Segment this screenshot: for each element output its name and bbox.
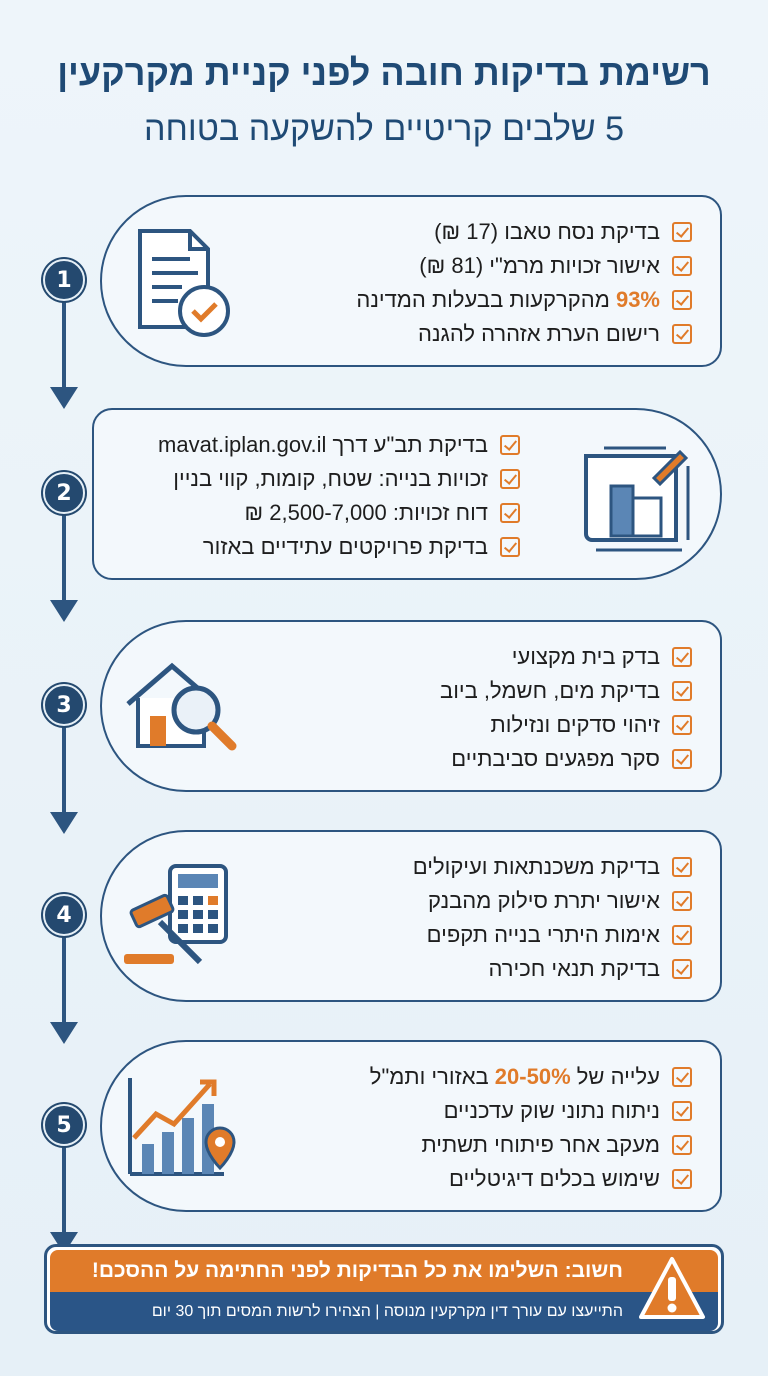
checklist-item: בדיקת תב"ע דרך mavat.iplan.gov.il (158, 428, 520, 462)
arrow-down-icon (50, 387, 78, 409)
checkbox-checked-icon (672, 222, 692, 242)
arrow-down-icon (50, 600, 78, 622)
checklist-item: ניתוח נתוני שוק עדכניים (370, 1094, 692, 1128)
step-card-4: בדיקת משכנתאות ועיקולים אישור יתרת סילוק … (100, 830, 722, 1002)
item-text: סקר מפגעים סביבתיים (451, 746, 660, 771)
checkbox-checked-icon (672, 324, 692, 344)
checklist: בדק בית מקצועי בדיקת מים, חשמל, ביוב זיהוי… (440, 640, 692, 776)
document-check-icon (138, 229, 230, 337)
checklist-item: עלייה של 20-50% באזורי ותמ"ל (370, 1060, 692, 1094)
step-connector (62, 724, 66, 820)
item-text: בדיקת תב"ע דרך mavat.iplan.gov.il (158, 432, 488, 457)
checkbox-checked-icon (500, 503, 520, 523)
arrow-down-icon (50, 1022, 78, 1044)
checklist: בדיקת תב"ע דרך mavat.iplan.gov.il זכויות … (158, 428, 520, 564)
step-number-badge: 1 (43, 259, 85, 301)
growth-chart-location-icon (128, 1078, 236, 1176)
checklist-item: זיהוי סדקים ונזילות (440, 708, 692, 742)
checklist-item: בדיקת פרויקטים עתידיים באזור (158, 530, 520, 564)
item-highlight: 93% (615, 287, 660, 312)
checklist-item: שימוש בכלים דיגיטליים (370, 1162, 692, 1196)
step-number-badge: 4 (43, 894, 85, 936)
checkbox-checked-icon (672, 681, 692, 701)
item-text: דוח זכויות: 2,500-7,000 ₪ (244, 500, 488, 525)
step-number-badge: 2 (43, 472, 85, 514)
item-text: עלייה של (576, 1064, 660, 1089)
item-text: בדיקת פרויקטים עתידיים באזור (202, 534, 488, 559)
step-card-1: בדיקת נסח טאבו (17 ₪) אישור זכויות מרמ"י … (100, 195, 722, 367)
item-text: מעקב אחר פיתוחי תשתית (421, 1132, 660, 1157)
checklist-item: רישום הערת אזהרה להגנה (356, 317, 692, 351)
step-connector (62, 934, 66, 1030)
step-connector (62, 1144, 66, 1240)
item-text: שימוש בכלים דיגיטליים (449, 1166, 660, 1191)
item-text: זיהוי סדקים ונזילות (490, 712, 660, 737)
step-card-5: עלייה של 20-50% באזורי ותמ"ל ניתוח נתוני … (100, 1040, 722, 1212)
step-connector (62, 512, 66, 608)
checkbox-checked-icon (672, 647, 692, 667)
banner-note: התייעצו עם עורך דין מקרקעין מנוסה | הצהי… (50, 1292, 718, 1331)
checklist-item: אישור יתרת סילוק מהבנק (413, 884, 692, 918)
checkbox-checked-icon (672, 1067, 692, 1087)
item-text: אימות היתרי בנייה תקפים (426, 922, 660, 947)
item-text: בדיקת משכנתאות ועיקולים (412, 854, 660, 879)
checklist-item: מעקב אחר פיתוחי תשתית (370, 1128, 692, 1162)
item-text: באזורי ותמ"ל (369, 1064, 489, 1089)
checklist-item: בדיקת תנאי חכירה (413, 952, 692, 986)
step-card-2: בדיקת תב"ע דרך mavat.iplan.gov.il זכויות … (92, 408, 722, 580)
warning-icon (639, 1257, 705, 1319)
page-subtitle: 5 שלבים קריטיים להשקעה בטוחה (143, 110, 625, 148)
checklist-item: סקר מפגעים סביבתיים (440, 742, 692, 776)
item-text: ניתוח נתוני שוק עדכניים (443, 1098, 660, 1123)
item-highlight: 20-50% (494, 1064, 571, 1089)
checkbox-checked-icon (500, 469, 520, 489)
item-text: בדיקת מים, חשמל, ביוב (440, 678, 660, 703)
item-text: אישור זכויות מרמ"י (81 ₪) (419, 253, 660, 278)
checkbox-checked-icon (672, 290, 692, 310)
checkbox-checked-icon (672, 1169, 692, 1189)
checklist-item: בדיקת מים, חשמל, ביוב (440, 674, 692, 708)
blueprint-icon (584, 446, 690, 552)
checkbox-checked-icon (672, 1101, 692, 1121)
arrow-down-icon (50, 812, 78, 834)
item-text: בדיקת נסח טאבו (17 ₪) (434, 219, 660, 244)
checkbox-checked-icon (672, 715, 692, 735)
step-connector (62, 299, 66, 395)
item-text: זכויות בנייה: שטח, קומות, קווי בניין (173, 466, 488, 491)
checkbox-checked-icon (672, 857, 692, 877)
checkbox-checked-icon (672, 256, 692, 276)
checklist-item: 93% מהקרקעות בבעלות המדינה (356, 283, 692, 317)
item-text: מהקרקעות בבעלות המדינה (356, 287, 610, 312)
checklist-item: זכויות בנייה: שטח, קומות, קווי בניין (158, 462, 520, 496)
checkbox-checked-icon (672, 959, 692, 979)
checklist-item: בדיקת נסח טאבו (17 ₪) (356, 215, 692, 249)
checkbox-checked-icon (500, 537, 520, 557)
warning-banner: חשוב: השלימו את כל הבדיקות לפני החתימה ע… (44, 1244, 724, 1334)
page-title: רשימת בדיקות חובה לפני קניית מקרקעין (57, 52, 711, 93)
checklist: בדיקת נסח טאבו (17 ₪) אישור זכויות מרמ"י … (356, 215, 692, 351)
checklist-item: אימות היתרי בנייה תקפים (413, 918, 692, 952)
checkbox-checked-icon (672, 1135, 692, 1155)
checklist-item: בדק בית מקצועי (440, 640, 692, 674)
checkbox-checked-icon (500, 435, 520, 455)
checkbox-checked-icon (672, 925, 692, 945)
step-number-badge: 3 (43, 684, 85, 726)
checklist-item: בדיקת משכנתאות ועיקולים (413, 850, 692, 884)
item-text: רישום הערת אזהרה להגנה (418, 321, 660, 346)
banner-headline: חשוב: השלימו את כל הבדיקות לפני החתימה ע… (50, 1250, 718, 1292)
step-number-badge: 5 (43, 1104, 85, 1146)
checklist-item: אישור זכויות מרמ"י (81 ₪) (356, 249, 692, 283)
item-text: אישור יתרת סילוק מהבנק (428, 888, 660, 913)
gavel-calculator-icon (124, 864, 228, 965)
item-text: בדיקת תנאי חכירה (488, 956, 660, 981)
item-text: בדק בית מקצועי (511, 644, 660, 669)
checkbox-checked-icon (672, 891, 692, 911)
checklist-item: דוח זכויות: 2,500-7,000 ₪ (158, 496, 520, 530)
checkbox-checked-icon (672, 749, 692, 769)
house-magnifier-icon (126, 662, 237, 751)
checklist: בדיקת משכנתאות ועיקולים אישור יתרת סילוק … (413, 850, 692, 986)
step-card-3: בדק בית מקצועי בדיקת מים, חשמל, ביוב זיהוי… (100, 620, 722, 792)
checklist: עלייה של 20-50% באזורי ותמ"ל ניתוח נתוני … (370, 1060, 692, 1196)
